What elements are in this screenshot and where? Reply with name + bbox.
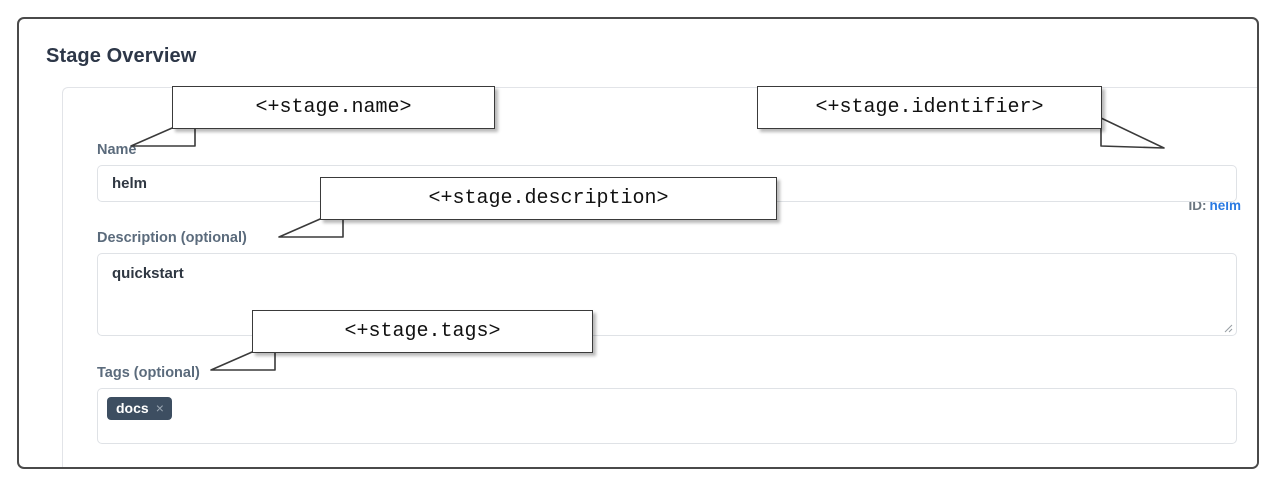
description-textarea-value: quickstart (112, 265, 184, 282)
tag-chip-label: docs (116, 400, 149, 416)
stage-identifier-callout-tail (1100, 117, 1165, 149)
page-title: Stage Overview (46, 45, 197, 67)
stage-identifier-callout: <+stage.identifier> (757, 86, 1102, 129)
documentation-frame: Stage Overview ID:helm Name helm Descrip… (17, 17, 1259, 469)
name-field-label: Name (97, 142, 137, 158)
description-field-label: Description (optional) (97, 230, 247, 246)
stage-description-callout: <+stage.description> (320, 177, 777, 220)
tags-field-label: Tags (optional) (97, 365, 200, 381)
description-textarea[interactable]: quickstart (97, 253, 1237, 336)
tag-chip-docs[interactable]: docs × (107, 397, 172, 420)
stage-name-callout: <+stage.name> (172, 86, 495, 129)
stage-tags-callout: <+stage.tags> (252, 310, 593, 353)
tags-input[interactable]: docs × (97, 388, 1237, 444)
tag-remove-icon[interactable]: × (155, 400, 164, 416)
resize-handle-icon[interactable] (1221, 321, 1233, 333)
